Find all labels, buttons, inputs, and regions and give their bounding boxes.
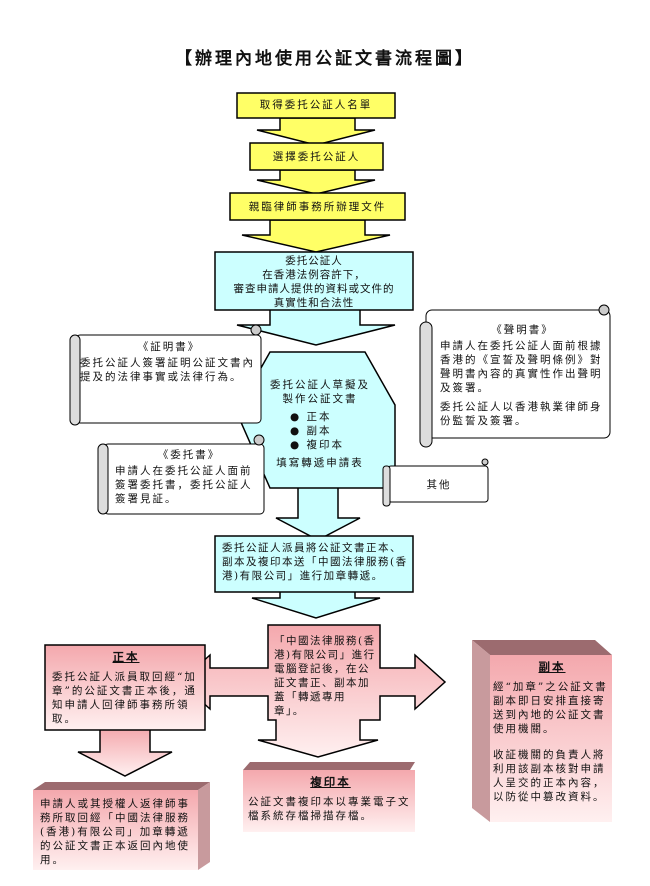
double-arrow (178, 624, 447, 758)
other-scroll-text: 其他 (426, 479, 452, 491)
step3-text: 親臨律師事務所辦理文件 (248, 201, 387, 213)
bullet-item: 正本 (290, 410, 380, 424)
step5-footer: 填寫轉遞申請表 (276, 457, 364, 469)
arrow-down (256, 169, 376, 195)
step4-line: 在香港法例容許下， (262, 269, 366, 281)
certificate-scroll-text: 《証明書》 委托公証人簽署証明公証文書內提及的法律事實或法律行為。 (80, 340, 258, 384)
step1-text: 取得委托公証人名單 (259, 99, 373, 111)
step6-text: 委托公証人派員將公証文書正本、副本及複印本送「中國法律服務(香港)有限公司」進行… (222, 542, 408, 582)
duplicate-body: 經“加章”之公証文書副本即日安排直接寄送到內地的公証文書使用機關。 (493, 681, 608, 735)
scroll-heading: 《委托書》 (157, 449, 221, 461)
photocopy-body: 公証文書複印本以專業電子文檔系統存檔掃描存檔。 (248, 796, 411, 822)
step1-box (236, 92, 396, 119)
original-body: 委托公証人派員取回經“加章”的公証文書正本後，通知申請人回律師事務所領取。 (52, 671, 197, 725)
duplicate-body: 收証機關的負責人將利用該副本核對申請人呈交的正本內容，以防從中篡改資料。 (493, 749, 606, 803)
step6-box (214, 535, 414, 593)
step5-line: 製作公証文書 (282, 393, 358, 405)
step4-line: 真實性和合法性 (273, 297, 355, 309)
step2-box (249, 142, 384, 171)
bullet-item: 副本 (290, 424, 380, 438)
original-return-text: 申請人或其授權人返律師事務所取回經「中國法律服務(香港)有限公司」加章轉遞的公証… (40, 798, 190, 866)
photocopy-heading: 複印本 (310, 775, 351, 789)
scroll-certificate (69, 324, 262, 426)
scroll-body: 申請人在委托公証人面前簽署委托書，委托公証人簽署見証。 (115, 465, 253, 505)
original-heading: 正本 (112, 650, 140, 664)
duplicate-text: 副本 經“加章”之公証文書副本即日安排直接寄送到內地的公証文書使用機關。 收証機… (493, 660, 611, 804)
arrow-down (241, 219, 391, 253)
scroll-body: 委托公証人以香港執業律師身份監誓及簽署。 (440, 401, 603, 427)
scroll-heading: 《聲明書》 (491, 324, 554, 336)
scroll-body: 申請人在委托公証人面前根據香港的《宣誓及聲明條例》對聲明書內容的真實性作出聲明及… (440, 340, 603, 394)
step4-text: 委托公証人 在香港法例容許下， 審查申請人提供的資料或文件的 真實性和合法性 (215, 254, 413, 310)
duplicate-heading: 副本 (538, 660, 566, 674)
scroll-declaration (419, 304, 611, 448)
declaration-scroll-text: 《聲明書》 申請人在委托公証人面前根據香港的《宣誓及聲明條例》對聲明書內容的真實… (440, 323, 605, 428)
original-return-box (33, 782, 210, 870)
original-box (44, 644, 206, 731)
scroll-other (382, 458, 489, 507)
step3-box (229, 192, 406, 221)
step7-text: 「中國法律服務(香港)有限公司」進行電腦登記後，在公証文書正、副本加蓋「轉遞專用… (274, 635, 376, 717)
step4-box (214, 251, 414, 311)
entrustment-scroll-text: 《委托書》 申請人在委托公証人面前簽署委托書，委托公証人簽署見証。 (115, 448, 263, 506)
step5-line: 委托公証人草擬及 (270, 379, 370, 391)
arrow-down (77, 727, 173, 777)
photocopy-text: 複印本 公証文書複印本以專業電子文檔系統存檔掃描存檔。 (248, 775, 413, 823)
step2-text: 選擇委托公証人 (272, 151, 361, 163)
bullet-item: 複印本 (290, 438, 380, 452)
arrow-down (275, 479, 361, 541)
photocopy-box (243, 762, 415, 832)
step4-line: 審查申請人提供的資料或文件的 (233, 283, 395, 295)
step5-text: 委托公証人草擬及 製作公証文書 正本 副本 複印本 填寫轉遞申請表 (260, 378, 380, 470)
scroll-entrustment (97, 434, 265, 515)
step4-line: 委托公証人 (285, 255, 343, 267)
arrow-down (256, 117, 376, 146)
page-title: 【辦理內地使用公証文書流程圖】 (175, 49, 475, 69)
scroll-heading: 《証明書》 (137, 341, 201, 353)
original-text: 正本 委托公証人派員取回經“加章”的公証文書正本後，通知申請人回律師事務所領取。 (52, 650, 200, 726)
duplicate-box (472, 640, 612, 822)
scroll-body: 委托公証人簽署証明公証文書內提及的法律事實或法律行為。 (80, 357, 255, 383)
